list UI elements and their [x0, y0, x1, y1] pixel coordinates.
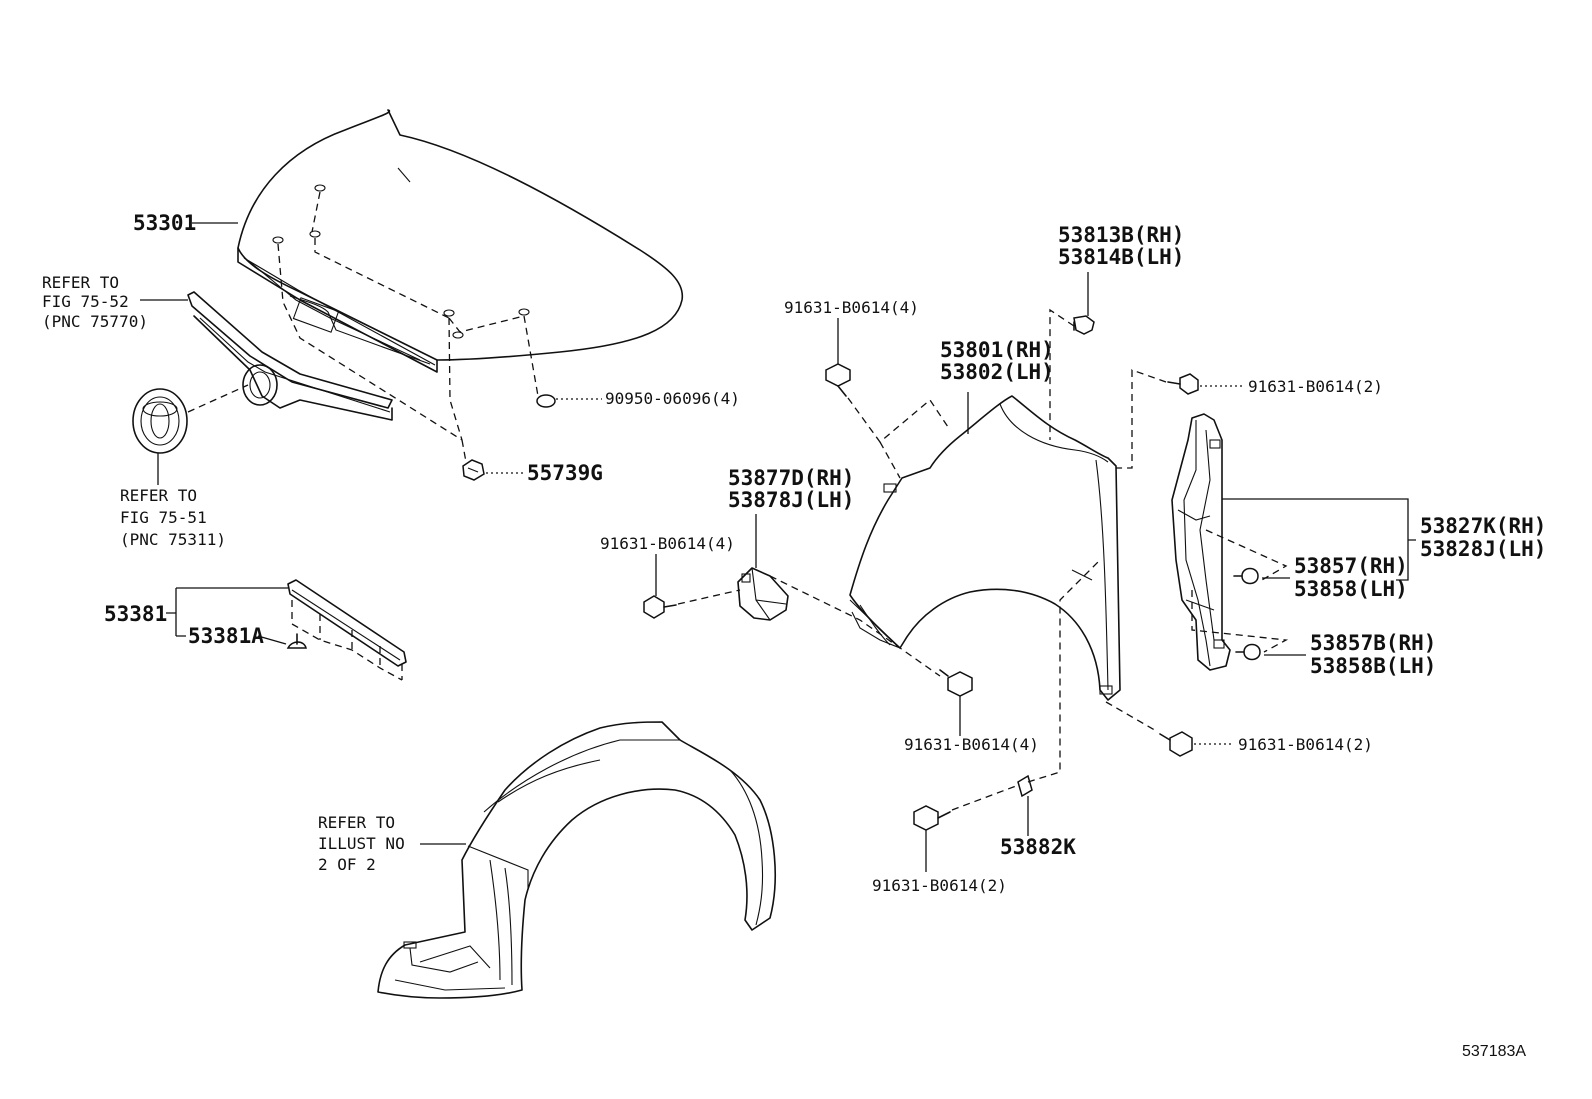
bolt-top-part-number: 91631-B0614(4) [784, 298, 919, 317]
refer-illust-line3: 2 OF 2 [318, 855, 376, 874]
refer-fig-75-51-line3: (PNC 75311) [120, 530, 226, 549]
bolt-mid-part-number: 91631-B0614(4) [904, 735, 1039, 754]
fender-liner [377, 721, 776, 999]
bracket-clip-b-rh-part-number: 53857B(RH) [1310, 631, 1436, 655]
fender-cushion-lh-part-number: 53814B(LH) [1058, 245, 1184, 269]
refer-fig-75-52-line3: (PNC 75770) [42, 312, 148, 331]
cushion-part-number: 90950-06096(4) [605, 389, 740, 408]
fender-rh-part-number: 53801(RH) [940, 338, 1054, 362]
clip-55739g-part-number: 55739G [527, 461, 603, 485]
front-fender [849, 395, 1121, 701]
bracket-clip-b-lh-part-number: 53858B(LH) [1310, 654, 1436, 678]
bolt-right-low-dash [1105, 701, 1159, 733]
seal-bracket [166, 587, 288, 637]
hood-cushion [536, 394, 556, 408]
bolt-bottom-part-number: 91631-B0614(2) [872, 876, 1007, 895]
seal-clip-leader [257, 635, 287, 645]
liner-bracket-rh-part-number: 53877D(RH) [728, 466, 854, 490]
bolt-right-top-part-number: 91631-B0614(2) [1248, 377, 1383, 396]
hood-panel [237, 109, 684, 373]
fender-lh-part-number: 53802(LH) [940, 360, 1054, 384]
bracket-clip-a [1233, 567, 1259, 585]
liner-bracket-lh-part-number: 53878J(LH) [728, 488, 854, 512]
fender-bracket-leader [1222, 498, 1416, 581]
refer-fig-75-51-line1: REFER TO [120, 486, 197, 505]
seal-part-number: 53381 [104, 602, 167, 626]
fender-bracket-lh-part-number: 53828J(LH) [1420, 537, 1546, 561]
grille-panel [187, 291, 393, 421]
bolt-left-dash [677, 589, 741, 605]
bracket-clip-a-lh-part-number: 53858(LH) [1294, 577, 1408, 601]
bracket-clip-a-rh-part-number: 53857(RH) [1294, 554, 1408, 578]
fender-cushion-dash [1049, 308, 1075, 440]
bracket-53882k-part-number: 53882K [1000, 835, 1076, 859]
bracket-clip-a-dash [1205, 529, 1288, 581]
hood-dash-leaders [277, 191, 539, 463]
refer-fig-75-51-line2: FIG 75-51 [120, 508, 207, 527]
fender-bracket-rh-part-number: 53827K(RH) [1420, 514, 1546, 538]
fender-bracket [1171, 413, 1231, 671]
emblem-dash-leader [187, 384, 249, 413]
bolt-bottom [913, 805, 951, 831]
liner-bracket-dash [769, 575, 941, 677]
bolt-left [643, 595, 677, 619]
bolt-right-low [1159, 731, 1193, 757]
seal-clip [286, 633, 307, 649]
fender-liner-bracket [737, 567, 789, 621]
hood-part-number: 53301 [133, 211, 196, 235]
bolt-right-low-part-number: 91631-B0614(2) [1238, 735, 1373, 754]
bracket-clip-b [1235, 643, 1261, 661]
refer-illust-line2: ILLUST NO [318, 834, 405, 853]
bolt-top-dash2 [879, 441, 901, 479]
bolt-top-dash [847, 397, 951, 443]
refer-fig-75-52-line2: FIG 75-52 [42, 292, 129, 311]
bracket-clip-b-dash [1191, 590, 1289, 653]
bracket-53882k-dash [1027, 559, 1101, 783]
bolt-right-top-dash [1116, 369, 1167, 469]
bolt-right-top [1167, 373, 1199, 395]
clip-55739g [462, 459, 485, 481]
bracket-53882k [1017, 774, 1033, 798]
drawing-code: 537183A [1462, 1043, 1526, 1060]
fender-cushion-rh-part-number: 53813B(RH) [1058, 223, 1184, 247]
bolt-mid [939, 669, 973, 697]
fender-cushion [1073, 315, 1095, 335]
bolt-top [825, 363, 851, 397]
hood-seal [287, 579, 407, 681]
refer-illust-line1: REFER TO [318, 813, 395, 832]
bolt-left-part-number: 91631-B0614(4) [600, 534, 735, 553]
bolt-bottom-dash [951, 785, 1017, 811]
front-emblem [132, 388, 188, 454]
refer-fig-75-52-line1: REFER TO [42, 273, 119, 292]
seal-clip-part-number: 53381A [188, 624, 264, 648]
